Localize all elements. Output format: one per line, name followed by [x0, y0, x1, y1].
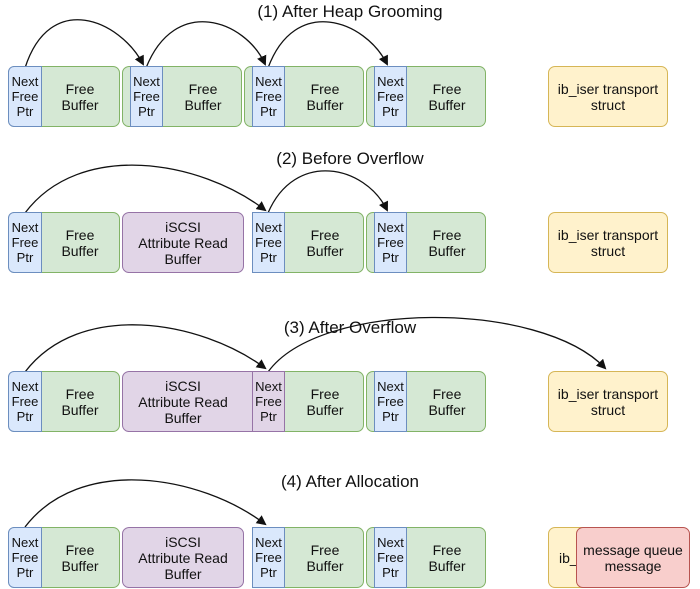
r3-next-free-ptr-2: Next Free Ptr [252, 371, 285, 432]
r4-iscsi-label: iSCSI Attribute Read Buffer [138, 533, 228, 582]
r2-ptr-1-label: Next Free Ptr [11, 220, 39, 265]
r4-ib-iser-label: ib_i [559, 549, 581, 566]
r3-free-buffer-1-label: Free Buffer [61, 385, 99, 418]
r1-ib-iser-transport-struct: ib_iser transport struct [548, 66, 668, 127]
r4-next-free-ptr-2: Next Free Ptr [252, 527, 285, 588]
row2-title: (2) Before Overflow [276, 149, 424, 168]
r4-free-buffer-3-label: Free Buffer [428, 541, 466, 574]
arrow-r2-1 [24, 164, 267, 214]
r2-free-buffer-1-label: Free Buffer [61, 226, 99, 259]
r2-ptr-2-label: Next Free Ptr [255, 220, 282, 265]
r4-next-free-ptr-3: Next Free Ptr [374, 527, 407, 588]
arrow-r3-2 [267, 316, 607, 373]
r3-ptr-1-label: Next Free Ptr [11, 379, 39, 424]
r4-free-buffer-1-label: Free Buffer [61, 541, 99, 574]
arrow-r1-3 [267, 21, 388, 69]
r3-next-free-ptr-3: Next Free Ptr [374, 371, 407, 432]
r2-iscsi-label: iSCSI Attribute Read Buffer [138, 218, 228, 267]
r2-ib-iser-transport-struct: ib_iser transport struct [548, 212, 668, 273]
r1-next-free-ptr-2: Next Free Ptr [130, 66, 163, 127]
r1-next-free-ptr-1: Next Free Ptr [8, 66, 42, 127]
r2-next-free-ptr-3: Next Free Ptr [374, 212, 407, 273]
r2-free-buffer-2-label: Free Buffer [306, 226, 344, 259]
r3-ptr-2-label: Next Free Ptr [255, 379, 282, 424]
r3-free-buffer-2-label: Free Buffer [306, 385, 344, 418]
r4-free-buffer-2-label: Free Buffer [306, 541, 344, 574]
r1-next-free-ptr-4: Next Free Ptr [374, 66, 407, 127]
r4-ptr-3-label: Next Free Ptr [377, 535, 404, 580]
arrow-r3-1 [24, 324, 267, 373]
r4-message-queue-message: message queue message [576, 527, 690, 588]
r2-next-free-ptr-2: Next Free Ptr [252, 212, 285, 273]
r1-ptr-2-label: Next Free Ptr [133, 74, 160, 119]
r4-next-free-ptr-1: Next Free Ptr [8, 527, 42, 588]
r2-free-buffer-3-label: Free Buffer [428, 226, 466, 259]
arrow-r1-2 [145, 21, 267, 69]
r1-ptr-1-label: Next Free Ptr [11, 74, 39, 119]
r1-free-buffer-3-label: Free Buffer [306, 80, 344, 113]
r3-ptr-3-label: Next Free Ptr [377, 379, 404, 424]
arrow-r2-2 [267, 170, 388, 214]
r2-ib-iser-label: ib_iser transport struct [557, 226, 659, 259]
r3-next-free-ptr-1: Next Free Ptr [8, 371, 42, 432]
r1-free-buffer-2-label: Free Buffer [184, 80, 222, 113]
r4-ptr-1-label: Next Free Ptr [11, 535, 39, 580]
arrow-r4-1 [24, 479, 267, 528]
r1-ptr-4-label: Next Free Ptr [377, 74, 404, 119]
row1-title: (1) After Heap Grooming [257, 2, 443, 21]
r3-ib-iser-transport-struct: ib_iser transport struct [548, 371, 668, 432]
r3-free-buffer-3-label: Free Buffer [428, 385, 466, 418]
arrow-r1-1 [24, 19, 144, 69]
r2-iscsi-attribute-read-buffer: iSCSI Attribute Read Buffer [122, 212, 244, 273]
r2-ptr-3-label: Next Free Ptr [377, 220, 404, 265]
r1-ptr-3-label: Next Free Ptr [255, 74, 282, 119]
row4-title: (4) After Allocation [281, 472, 419, 491]
r1-ib-iser-label: ib_iser transport struct [557, 80, 659, 113]
r1-next-free-ptr-3: Next Free Ptr [252, 66, 285, 127]
r2-next-free-ptr-1: Next Free Ptr [8, 212, 42, 273]
row3-title: (3) After Overflow [283, 318, 417, 337]
r3-ib-iser-label: ib_iser transport struct [557, 385, 659, 418]
r4-iscsi-attribute-read-buffer: iSCSI Attribute Read Buffer [122, 527, 244, 588]
r1-free-buffer-1-label: Free Buffer [61, 80, 99, 113]
r4-ptr-2-label: Next Free Ptr [255, 535, 282, 580]
r1-free-buffer-4-label: Free Buffer [428, 80, 466, 113]
r4-message-queue-label: message queue message [583, 541, 683, 574]
r3-iscsi-label: iSCSI Attribute Read Buffer [138, 377, 228, 426]
